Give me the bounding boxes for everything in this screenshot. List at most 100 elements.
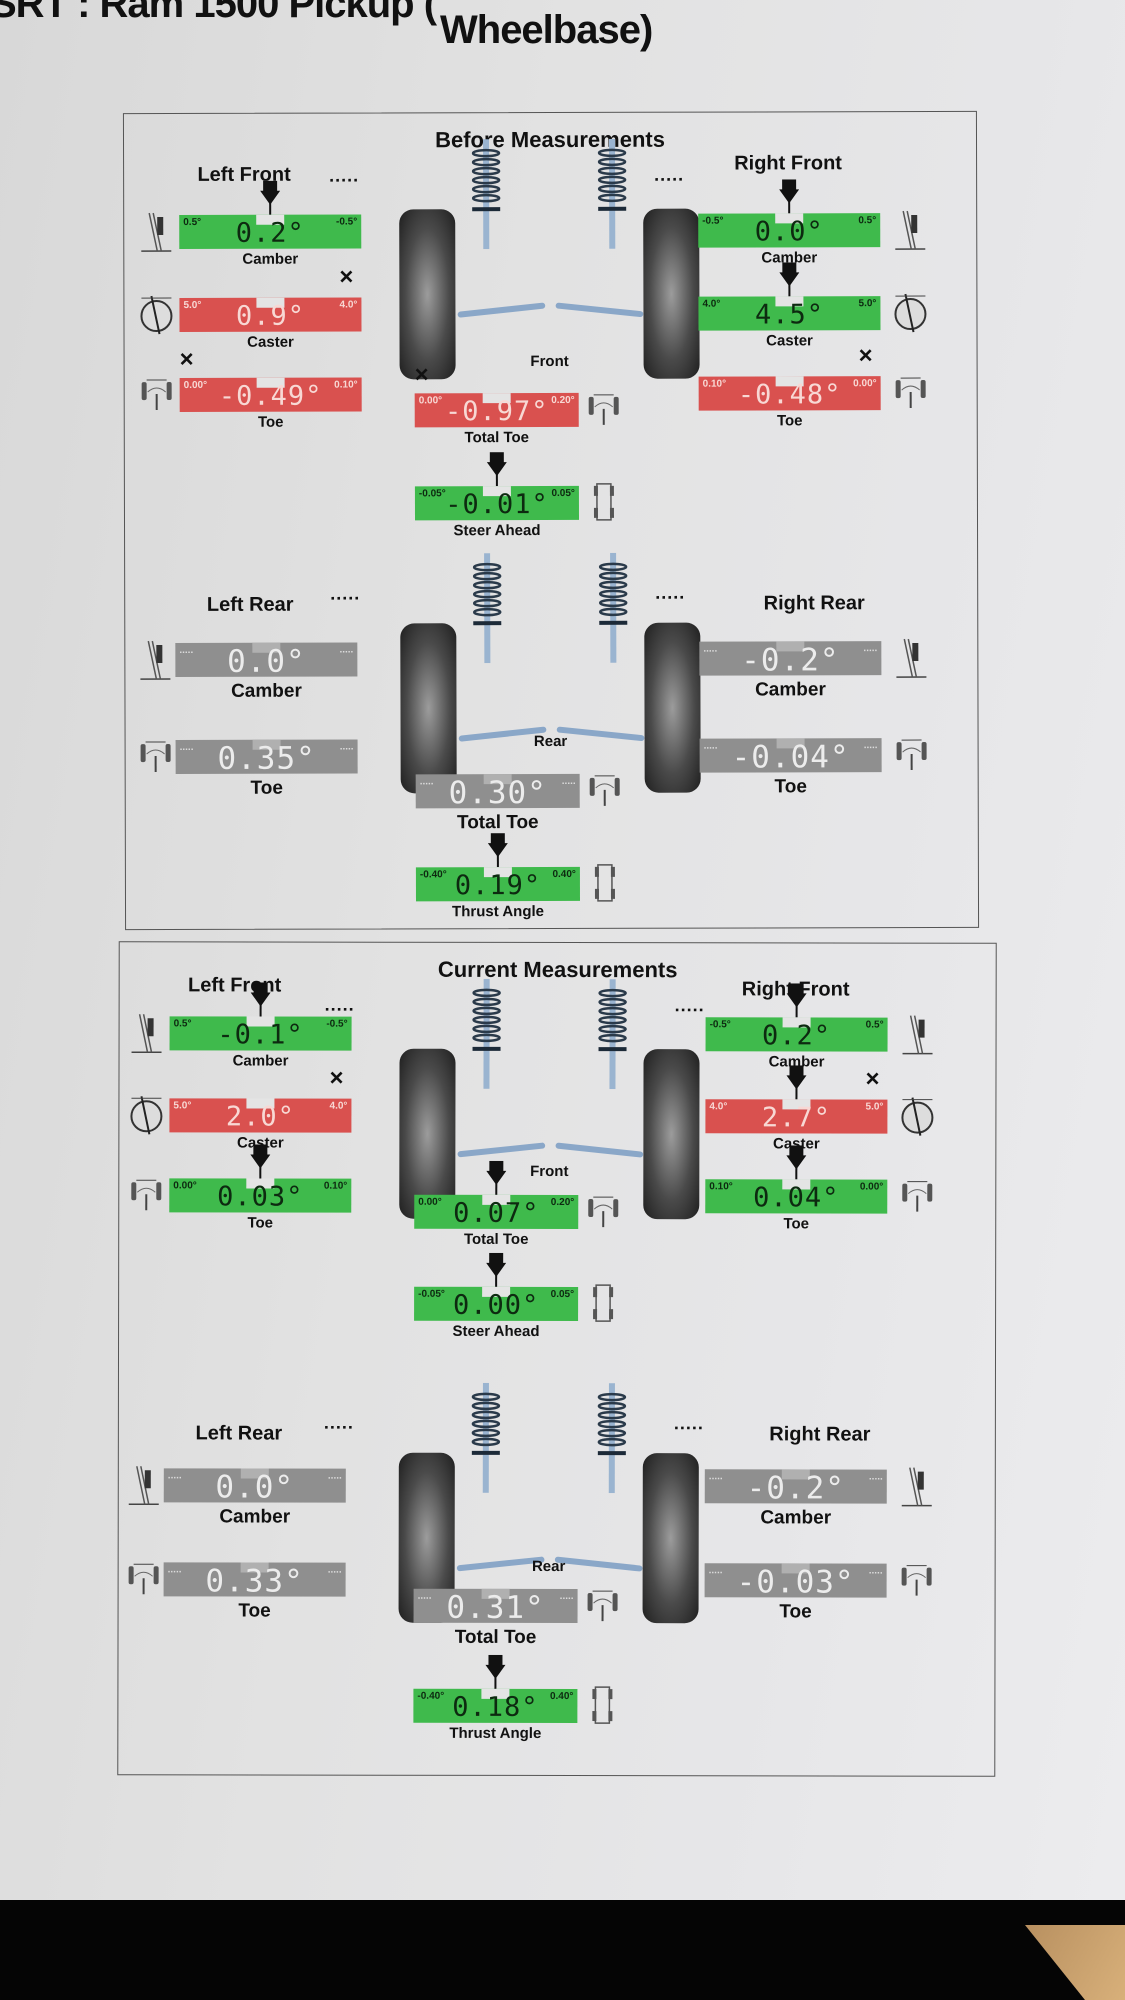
current-left-rear-toe-gauge: ..... ..... 0.33° Toe [163, 1556, 346, 1622]
current-thrust-angle-icon [592, 1686, 613, 1724]
gauge-caption: Total Toe [454, 1626, 537, 1648]
gauge-caption: Camber [232, 1052, 289, 1070]
gauge-value: -0.2° [746, 1470, 845, 1507]
target-arrow-icon [786, 983, 807, 1018]
printout-page: SRT : Ram 1500 Pickup ( Wheelbase) Befor… [0, 0, 1125, 1905]
gauge-caption: Caster [247, 333, 294, 351]
out-of-spec-x-icon: × [865, 1065, 880, 1093]
current-right-front-toe-icon [902, 1181, 933, 1212]
current-left-front-camber-gauge: 0.5° -0.5° -0.1° Camber [169, 982, 352, 1070]
gauge-caption: Toe [247, 1214, 274, 1232]
gauge-value: -0.97° [444, 396, 549, 428]
before-right-rear-toe-gauge: ..... ..... -0.04° Toe [699, 732, 882, 797]
gauge-caption: Camber [219, 1506, 291, 1528]
gauge-value: -0.49° [218, 380, 323, 412]
gauge-value: 0.07° [453, 1197, 540, 1229]
before-rear-right-wheel-illustration [644, 622, 701, 793]
before-right-front-toe-icon [895, 377, 926, 409]
target-arrow-icon [779, 179, 800, 214]
out-of-spec-x-icon: × [339, 263, 354, 291]
before-front-left-strut-illustration [471, 139, 501, 250]
current-right-rear-toe-icon [901, 1565, 932, 1596]
before-rear-total-toe-gauge: ..... ..... 0.30° Total Toe [415, 768, 580, 833]
before-left-front-toe-icon [141, 379, 172, 411]
gauge-caption: Thrust Angle [452, 903, 545, 921]
before-front-left-control-arm [457, 302, 546, 318]
before-left-front-label: Left Front [197, 163, 291, 186]
gauge-caption: Toe [238, 1600, 271, 1622]
current-rear-right-strut-illustration [597, 1383, 627, 1494]
desk-background [0, 1900, 1125, 2000]
gauge-value: -0.1° [217, 1019, 304, 1051]
gauge-value: 4.5° [754, 299, 825, 331]
gauge-caption: Toe [257, 413, 284, 431]
before-left-front-caster-gauge: 5.0° 4.0° 0.9° Caster [179, 291, 362, 351]
before-steer-ahead-gauge: -0.05° 0.05° -0.01° Steer Ahead [414, 452, 579, 539]
current-left-front-toe-gauge: 0.00° 0.10° 0.03° Toe [169, 1144, 352, 1232]
current-rear-total-toe-gauge: ..... ..... 0.31° Total Toe [413, 1583, 578, 1648]
gauge-caption: Caster [766, 332, 813, 350]
gauge-caption: Total Toe [456, 812, 539, 834]
vehicle-title-line2: Wheelbase) [440, 8, 653, 52]
gauge-caption: Total Toe [463, 1230, 529, 1248]
current-rear-total-toe-icon [587, 1590, 618, 1622]
gauge-caption: Toe [250, 777, 283, 799]
before-left-rear-dots: ..... [330, 583, 361, 604]
gauge-value: 0.30° [448, 775, 547, 812]
before-rear-left-strut-illustration [472, 553, 502, 664]
before-right-rear-camber-gauge: ..... ..... -0.2° Camber [699, 635, 882, 700]
current-steer-ahead-icon [593, 1284, 614, 1322]
before-right-front-dots: ..... [654, 164, 685, 185]
target-arrow-icon [779, 262, 800, 297]
gauge-caption: Toe [779, 1601, 812, 1623]
out-of-spec-x-icon: × [329, 1064, 344, 1092]
target-arrow-icon [486, 1252, 507, 1287]
current-front-right-strut-illustration [598, 979, 627, 1090]
before-front-left-wheel-illustration [399, 209, 456, 380]
gauge-value: -0.03° [736, 1564, 855, 1601]
current-right-front-camber-icon [902, 1015, 933, 1055]
before-thrust-angle-gauge: -0.40° 0.40° 0.19° Thrust Angle [415, 833, 580, 920]
gauge-value: 0.18° [452, 1691, 539, 1723]
current-rear-axle-label: Rear [531, 1557, 566, 1576]
current-right-rear-label: Right Rear [769, 1423, 871, 1446]
before-rear-right-strut-illustration [598, 552, 628, 663]
gauge-caption: Steer Ahead [453, 522, 541, 540]
current-left-front-caster-gauge: 5.0° 4.0° 2.0° Caster [169, 1092, 352, 1152]
out-of-spec-x-icon: × [858, 342, 873, 370]
gauge-value: -0.48° [737, 379, 842, 411]
gauge-value: 0.33° [205, 1563, 304, 1600]
out-of-spec-x-icon: × [414, 361, 429, 389]
gauge-caption: Camber [231, 680, 302, 702]
current-right-front-camber-gauge: -0.5° 0.5° 0.2° Camber [705, 983, 888, 1070]
current-right-rear-toe-gauge: ..... ..... -0.03° Toe [704, 1557, 887, 1622]
gauge-caption: Total Toe [464, 429, 530, 447]
gauge-value: -0.04° [731, 739, 850, 776]
gauge-value: 0.19° [454, 870, 542, 902]
before-left-rear-toe-gauge: ..... ..... 0.35° Toe [175, 734, 358, 799]
before-panel-title: Before Measurements [435, 126, 665, 153]
current-thrust-angle-gauge: -0.40° 0.40° 0.18° Thrust Angle [413, 1654, 578, 1742]
gauge-caption: Camber [242, 250, 299, 268]
before-right-front-label: Right Front [734, 152, 842, 175]
gauge-value: 0.9° [235, 300, 306, 332]
gauge-caption: Toe [774, 776, 807, 798]
before-right-rear-toe-icon [896, 739, 927, 771]
gauge-value: 2.7° [761, 1102, 831, 1134]
target-arrow-icon [260, 180, 281, 215]
current-right-front-caster-gauge: 4.0° 5.0° 2.7° Caster [705, 1065, 888, 1152]
current-left-rear-dots: ..... [323, 1412, 354, 1433]
before-right-front-camber-icon [895, 210, 926, 250]
gauge-caption: Camber [760, 1507, 832, 1529]
before-left-rear-toe-icon [140, 741, 171, 773]
before-left-rear-label: Left Rear [206, 593, 294, 616]
before-rear-axle-label: Rear [533, 732, 568, 751]
before-right-front-camber-gauge: -0.5° 0.5° 0.0° Camber [698, 179, 881, 266]
current-left-rear-camber-icon [128, 1466, 159, 1506]
current-left-front-label: Left Front [187, 974, 282, 997]
current-steer-ahead-gauge: -0.05° 0.05° 0.00° Steer Ahead [414, 1252, 579, 1340]
before-left-front-dots: ..... [329, 165, 360, 186]
gauge-caption: Toe [776, 412, 803, 430]
before-right-front-caster-icon [894, 293, 927, 333]
before-left-rear-camber-gauge: ..... ..... 0.0° Camber [175, 637, 358, 702]
